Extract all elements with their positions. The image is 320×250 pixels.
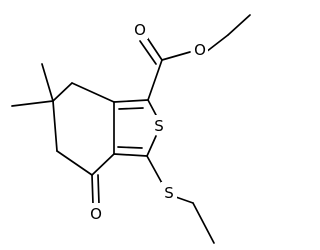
bond-ketone-double-2	[97, 174, 100, 205]
bond-c6-methyl-b	[11, 100, 54, 107]
bond-c7-c6	[52, 82, 73, 102]
bond-c6-methyl-a	[41, 63, 54, 102]
bond-ethyl-ch3-ch2	[227, 14, 251, 36]
bond-sulfur-c3	[146, 135, 157, 157]
bond-c7a-c1-inner	[118, 107, 144, 110]
ketone-oxygen-label: O	[90, 205, 102, 223]
bond-c7a-c7	[71, 82, 115, 103]
bond-carbonyl-double-1	[145, 35, 163, 61]
bond-ketone-double-1	[91, 174, 94, 205]
ring-sulfur-label: S	[154, 117, 164, 135]
ester-oxygen-label: O	[194, 41, 206, 59]
bond-ester-oxygen-carbonyl	[161, 51, 191, 61]
bond-c3-c3a-inner	[117, 146, 143, 149]
ring-sulfur-background	[151, 115, 167, 135]
bond-ethyl-ch2-oxygen	[205, 34, 229, 53]
thioether-sulfur-background	[161, 182, 177, 202]
chemical-structure: O O S O S	[11, 14, 251, 244]
bond-c1-sulfur	[147, 99, 157, 116]
carbonyl-oxygen-label: O	[134, 21, 146, 39]
bond-c3-thioether-sulfur	[146, 155, 164, 186]
bond-carbonyl-double-2	[139, 40, 157, 65]
bond-carbonyl-ring	[147, 59, 163, 101]
bond-c7a-c1	[113, 99, 149, 103]
bond-c4-c3a	[91, 153, 115, 176]
ketone-oxygen-background	[88, 203, 104, 223]
ester-oxygen-background	[192, 39, 208, 59]
bond-c3-c3a	[113, 153, 148, 157]
thioether-sulfur-label: S	[164, 184, 174, 202]
atom-labels: O O S O S	[88, 19, 208, 223]
bond-ethylthio-ch2-ch3	[192, 202, 215, 244]
bonds	[11, 14, 251, 244]
bond-c6-c5	[52, 100, 58, 152]
bond-c5-c4	[56, 150, 93, 176]
carbonyl-oxygen-background	[132, 19, 148, 39]
